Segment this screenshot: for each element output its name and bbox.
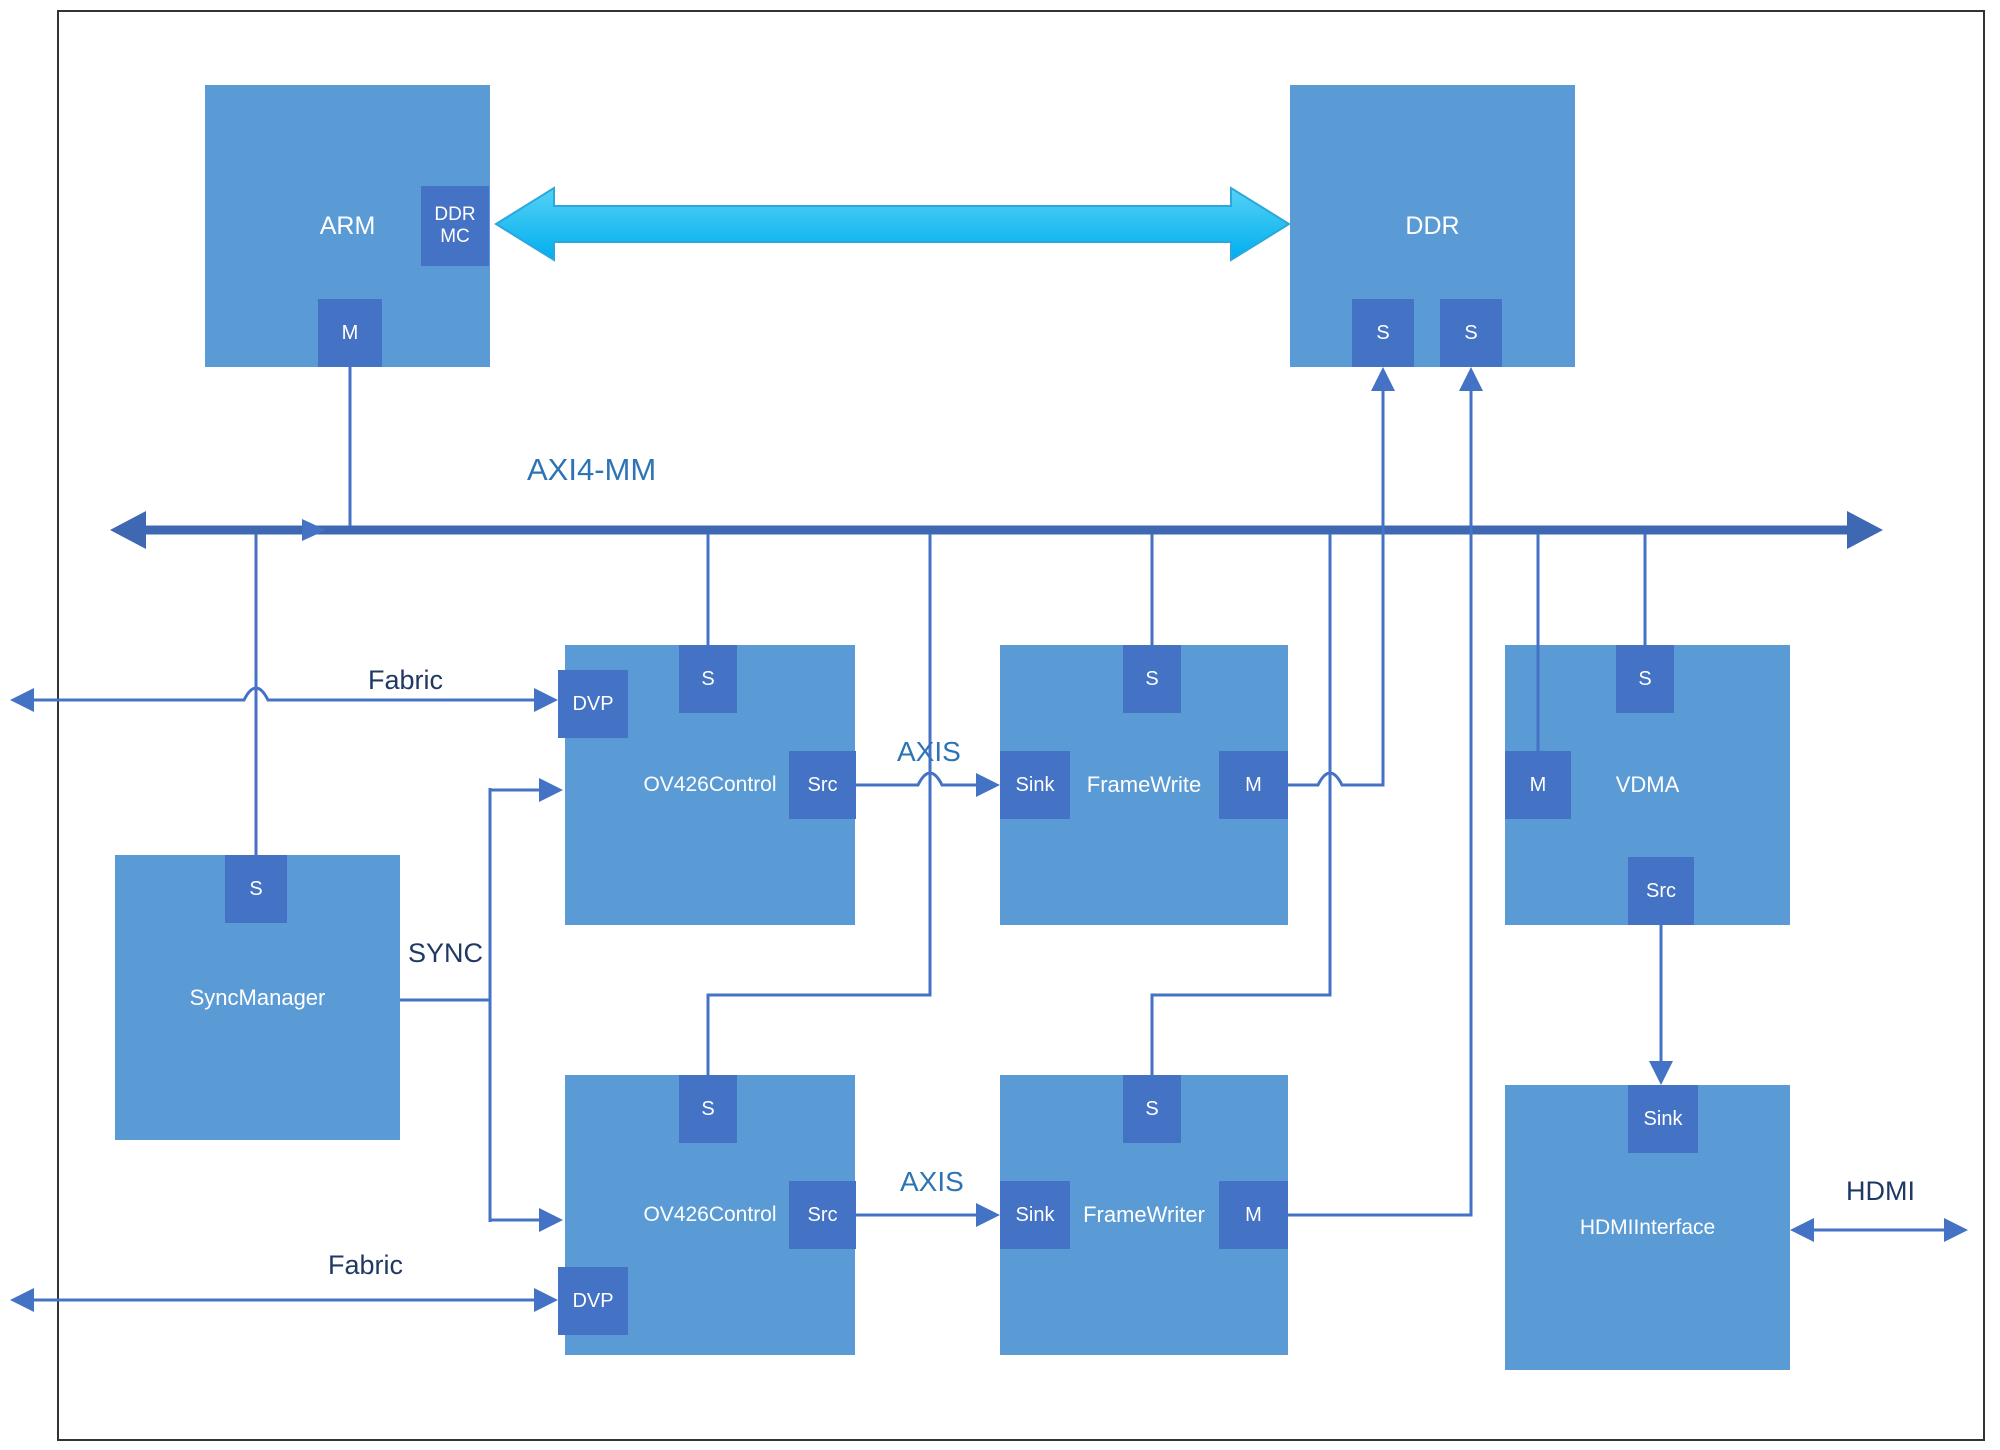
block-arm-label: ARM [319, 211, 376, 240]
block-hdmiinterface-label: HDMIInterface [1579, 1215, 1716, 1239]
port-framewrite-top-sink: Sink [1000, 751, 1070, 819]
block-syncmanager-label: SyncManager [189, 984, 326, 1010]
label-hdmi: HDMI [1846, 1176, 1915, 1206]
port-ov426-bottom-dvp: DVP [558, 1267, 628, 1335]
label-sync: SYNC [408, 938, 484, 968]
block-framewriter-bottom-label: FrameWriter [1083, 1202, 1205, 1227]
block-ddr-label: DDR [1405, 211, 1460, 240]
label-fabric-bottom: Fabric [328, 1250, 404, 1280]
block-vdma-label: VDMA [1615, 772, 1680, 797]
port-syncmanager-s: S [225, 855, 287, 923]
label-axis-bottom: AXIS [900, 1166, 964, 1197]
port-ov426-top-dvp: DVP [558, 670, 628, 738]
port-framewriter-bottom-sink: Sink [1000, 1181, 1070, 1249]
port-ov426-top-s: S [679, 645, 737, 713]
port-framewriter-bottom-s: S [1123, 1075, 1181, 1143]
port-framewrite-top-m: M [1219, 751, 1288, 819]
block-ov426control-bottom-label: OV426Control [643, 1203, 777, 1226]
port-vdma-src: Src [1628, 857, 1694, 925]
block-ddr: DDR [1290, 85, 1575, 367]
port-vdma-s: S [1616, 645, 1674, 713]
port-hdmiinterface-sink: Sink [1628, 1085, 1698, 1153]
block-ov426control-top-label: OV426Control [643, 773, 777, 796]
diagram-border [57, 10, 1985, 1441]
port-ov426-bottom-s: S [679, 1075, 737, 1143]
label-axi4-mm: AXI4-MM [527, 452, 657, 487]
port-arm-ddr-mc: DDR MC [421, 186, 489, 266]
label-fabric-top: Fabric [368, 665, 444, 695]
port-ov426-top-src: Src [789, 751, 856, 819]
port-framewriter-bottom-m: M [1219, 1181, 1288, 1249]
label-axis-top: AXIS [897, 736, 961, 767]
port-framewrite-top-s: S [1123, 645, 1181, 713]
block-framewrite-top-label: FrameWrite [1086, 772, 1202, 797]
port-ov426-bottom-src: Src [789, 1181, 856, 1249]
port-vdma-m: M [1505, 751, 1571, 819]
port-arm-m: M [318, 299, 382, 367]
port-ddr-s1: S [1352, 299, 1414, 367]
port-ddr-s2: S [1440, 299, 1502, 367]
